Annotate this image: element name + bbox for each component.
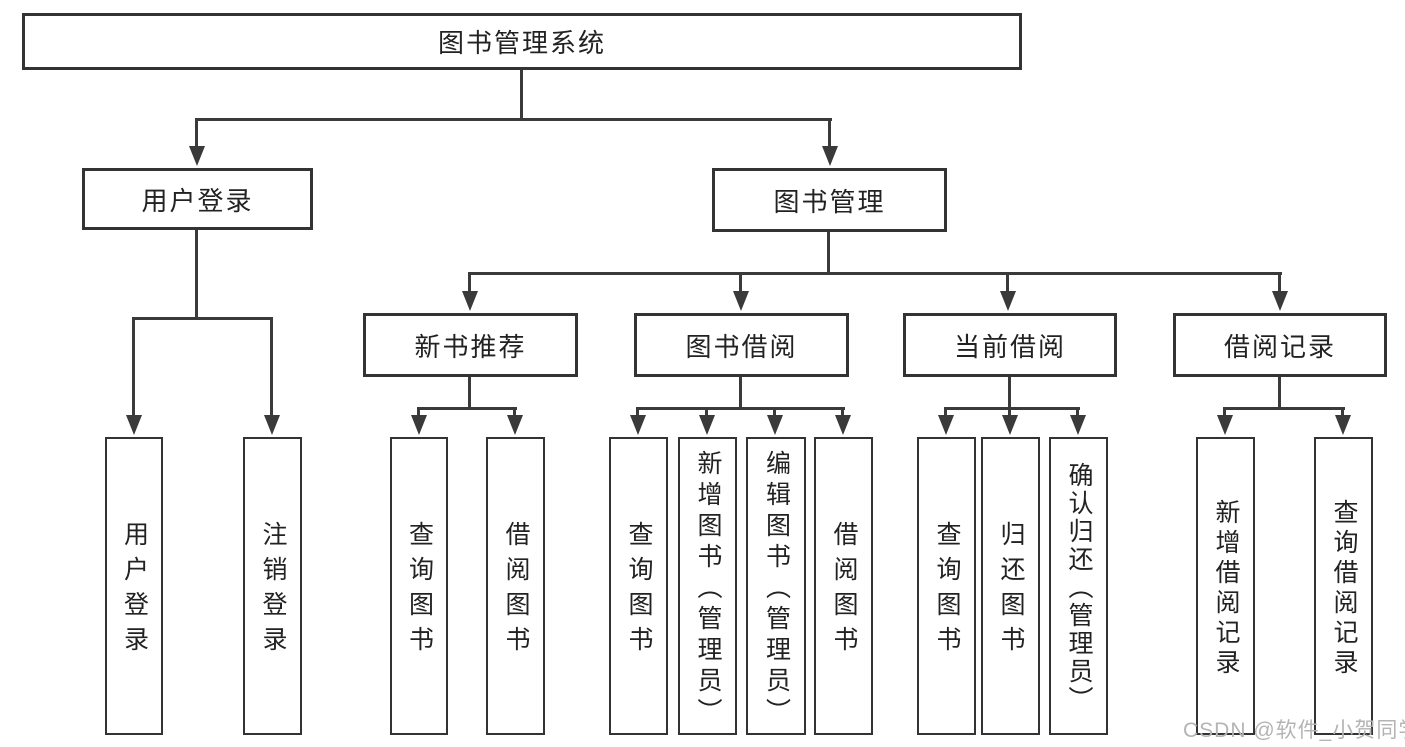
leaf-add-book-admin: 新增图书（管理员）	[678, 437, 737, 735]
connector-arrow-shaft	[132, 317, 135, 417]
connector-group-stem	[1008, 377, 1011, 407]
connector-group-stem	[739, 377, 742, 407]
leaf-label: 编辑图书（管理员）	[762, 449, 791, 729]
leaf-query-borrow-record: 查询借阅记录	[1314, 437, 1373, 735]
leaf-confirm-return-admin: 确认归还（管理员）	[1049, 437, 1108, 735]
arrow-down-icon	[189, 146, 205, 166]
node-user-login: 用户登录	[82, 168, 313, 230]
csdn-watermark: CSDN @软件_小贺同学	[1183, 719, 1405, 742]
connector-group-bar	[636, 407, 845, 410]
connector-arrow-shaft	[841, 407, 844, 417]
connector-arrow-shaft	[828, 118, 831, 149]
leaf-label: 借阅图书	[502, 521, 530, 661]
leaf-label: 新增图书（管理员）	[694, 449, 722, 729]
connector-login-stem	[195, 230, 198, 317]
connector-arrow-shaft	[636, 407, 639, 417]
leaf-add-borrow-record: 新增借阅记录	[1196, 437, 1255, 735]
connector-arrow-shaft	[944, 407, 947, 417]
arrow-down-icon	[1000, 291, 1016, 311]
leaf-label: 查询图书	[933, 521, 961, 661]
arrow-down-icon	[835, 415, 851, 435]
connector-arrow-shaft	[195, 118, 198, 149]
arrow-down-icon	[462, 291, 478, 311]
arrow-down-icon	[733, 291, 749, 311]
leaf-user-login: 用户登录	[105, 437, 163, 735]
leaf-label: 确认归还（管理员）	[1065, 461, 1093, 714]
node-book-management: 图书管理	[712, 168, 947, 232]
arrow-down-icon	[822, 146, 838, 166]
leaf-newbook-borrow-book: 借阅图书	[486, 437, 545, 735]
arrow-down-icon	[126, 415, 142, 435]
connector-group-stem	[468, 377, 471, 407]
leaf-label: 注销登录	[259, 521, 287, 661]
leaf-label: 归还图书	[997, 521, 1025, 661]
connector-arrow-shaft	[1076, 407, 1079, 417]
leaf-edit-book-admin: 编辑图书（管理员）	[746, 437, 806, 735]
arrow-down-icon	[699, 415, 715, 435]
connector-group-bar	[417, 407, 517, 410]
leaf-label: 查询图书	[405, 521, 434, 661]
connector-mgmt-stem	[827, 232, 830, 272]
connector-arrow-shaft	[773, 407, 776, 417]
node-book-borrow: 图书借阅	[634, 313, 849, 377]
connector-arrow-shaft	[705, 407, 708, 417]
arrow-down-icon	[630, 415, 646, 435]
leaf-borrow-book: 借阅图书	[814, 437, 873, 735]
connector-arrow-shaft	[270, 317, 273, 417]
connector-arrow-shaft	[1008, 407, 1011, 417]
arrow-down-icon	[507, 415, 523, 435]
node-current-borrow: 当前借阅	[903, 313, 1117, 377]
connector-arrow-shaft	[1223, 407, 1226, 417]
connector-mgmt-bar	[468, 272, 1282, 275]
connector-arrow-shaft	[1006, 272, 1009, 293]
arrow-down-icon	[264, 415, 280, 435]
leaf-label: 借阅图书	[830, 521, 858, 661]
arrow-down-icon	[767, 415, 783, 435]
connector-group-bar	[944, 407, 1080, 410]
leaf-label: 查询借阅记录	[1330, 498, 1358, 679]
arrow-down-icon	[1002, 415, 1018, 435]
connector-arrow-shaft	[513, 407, 516, 417]
arrow-down-icon	[411, 415, 427, 435]
connector-arrow-shaft	[468, 272, 471, 293]
connector-arrow-shaft	[739, 272, 742, 293]
connector-root-stem	[520, 69, 523, 118]
leaf-label: 新增借阅记录	[1212, 498, 1240, 679]
node-borrow-record: 借阅记录	[1173, 313, 1387, 377]
leaf-label: 用户登录	[120, 521, 149, 661]
connector-arrow-shaft	[1278, 272, 1281, 293]
connector-arrow-shaft	[417, 407, 420, 417]
leaf-return-book: 归还图书	[981, 437, 1040, 735]
arrow-down-icon	[1335, 415, 1351, 435]
connector-arrow-shaft	[1341, 407, 1344, 417]
leaf-borrow-query-book: 查询图书	[609, 437, 668, 735]
arrow-down-icon	[1070, 415, 1086, 435]
arrow-down-icon	[1217, 415, 1233, 435]
connector-group-stem	[1278, 377, 1281, 407]
arrow-down-icon	[938, 415, 954, 435]
leaf-newbook-query-book: 查询图书	[390, 437, 448, 735]
leaf-logout: 注销登录	[243, 437, 302, 735]
leaf-current-query-book: 查询图书	[917, 437, 976, 735]
connector-group-bar	[1223, 407, 1345, 410]
connector-login-bar	[132, 317, 273, 320]
connector-root-bar	[196, 118, 832, 121]
leaf-label: 查询图书	[625, 521, 653, 661]
arrow-down-icon	[1272, 291, 1288, 311]
node-library-system: 图书管理系统	[22, 13, 1022, 70]
node-new-book-recommend: 新书推荐	[363, 313, 578, 377]
